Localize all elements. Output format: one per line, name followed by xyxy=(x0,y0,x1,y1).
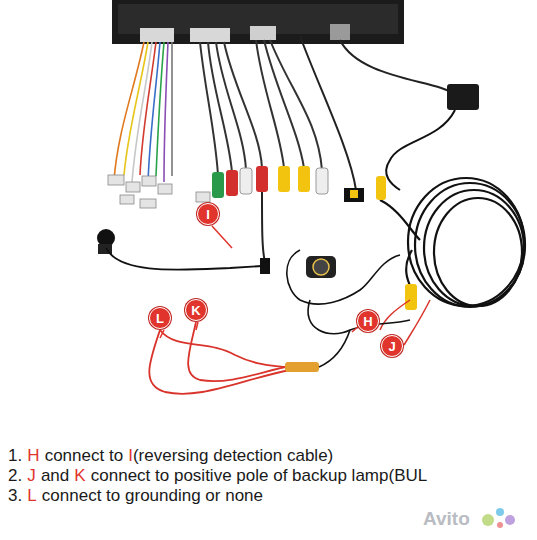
harness-plugs xyxy=(108,175,210,208)
callout-badge: L xyxy=(149,307,171,329)
instruction-text: (reversing detection cable) xyxy=(133,446,333,466)
instruction-line: 3.Lconnect to grounding or none xyxy=(8,486,263,506)
instruction-text: 3. xyxy=(8,486,22,506)
callout-reference: K xyxy=(74,466,85,486)
instruction-text: 1. xyxy=(8,446,22,466)
power-wire xyxy=(149,322,290,394)
gps-cable xyxy=(386,110,455,190)
wire-connector xyxy=(285,362,319,372)
gps-antenna xyxy=(447,84,479,110)
callout-reference: J xyxy=(27,466,36,486)
leader-line xyxy=(160,226,395,345)
watermark: Avito xyxy=(423,508,470,530)
camera-cable xyxy=(308,300,410,334)
callout-letter: K xyxy=(191,304,200,317)
callout-letter: I xyxy=(206,208,210,221)
callout-reference: H xyxy=(27,446,39,466)
connector-block xyxy=(140,28,174,42)
watermark-logo xyxy=(482,508,515,528)
callout-reference: L xyxy=(27,486,36,506)
reverse-detect-cable xyxy=(262,192,265,262)
wire-harness xyxy=(114,42,172,182)
head-unit xyxy=(112,0,404,44)
microphone-cable xyxy=(106,248,262,270)
instruction-text: and xyxy=(41,466,69,486)
callout-letter: L xyxy=(156,312,164,325)
instruction-line: 2.JandKconnect to positive pole of backu… xyxy=(8,466,427,486)
rca-plugs xyxy=(212,166,364,202)
connector-block xyxy=(190,28,230,42)
callout-reference: I xyxy=(128,446,133,466)
callout-letter: J xyxy=(388,340,395,353)
camera-cable xyxy=(287,250,400,304)
trigger-wire xyxy=(404,300,430,345)
instruction-text: 2. xyxy=(8,466,22,486)
antenna-socket xyxy=(330,24,350,40)
rca-plug xyxy=(376,176,386,200)
trigger-wire xyxy=(380,300,410,330)
callout-badge: H xyxy=(357,310,379,332)
reversing-camera xyxy=(306,256,336,278)
power-wire xyxy=(319,330,350,367)
instruction-line: 1.Hconnect toI(reversing detection cable… xyxy=(8,446,333,466)
instruction-text: connect to positive pole of backup lamp(… xyxy=(91,466,427,486)
callout-letter: H xyxy=(363,315,372,328)
rca-wires xyxy=(200,36,455,190)
callout-badge: J xyxy=(381,335,403,357)
camera-extension-cable xyxy=(380,178,525,307)
instruction-text: connect to grounding or none xyxy=(42,486,263,506)
callout-badge: I xyxy=(197,203,219,225)
instruction-text: connect to xyxy=(45,446,123,466)
camera-lens xyxy=(313,259,329,275)
callout-badge: K xyxy=(185,299,207,321)
rca-plug xyxy=(405,284,417,310)
connector-block xyxy=(250,26,276,40)
